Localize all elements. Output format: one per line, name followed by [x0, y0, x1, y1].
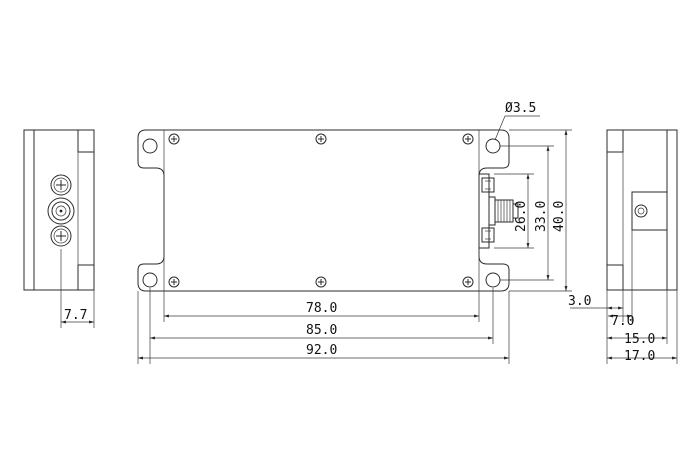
right-view-connector	[634, 204, 648, 218]
right-view-connector-block	[631, 191, 668, 231]
dim-height-40: 40.0	[552, 201, 567, 232]
mounting-hole-top-left	[142, 138, 158, 154]
screw-top-left	[168, 133, 180, 145]
dim-left-offset: 7.7	[64, 308, 87, 323]
screw-bottom-left	[168, 276, 180, 288]
left-view-screw-top	[50, 174, 72, 196]
mounting-hole-bottom-right	[485, 272, 501, 288]
screw-top-right	[462, 133, 474, 145]
dim-width-85: 85.0	[306, 323, 337, 338]
top-view: Ø3.5 78.0 85.0 92.0 26.0 33.0 40.0	[137, 101, 572, 364]
mounting-hole-top-right	[485, 138, 501, 154]
dim-width-78: 78.0	[306, 301, 337, 316]
dim-right-17: 17.0	[624, 349, 655, 364]
dim-hole-diameter: Ø3.5	[505, 101, 536, 116]
dim-right-7: 7.0	[611, 314, 634, 329]
sma-connector-side	[478, 173, 519, 249]
left-view-screw-bottom	[50, 225, 72, 247]
dim-width-92: 92.0	[306, 343, 337, 358]
right-side-view: 3.0 7.0 15.0 17.0	[568, 129, 678, 364]
dim-right-3: 3.0	[568, 294, 591, 309]
mounting-hole-bottom-left	[142, 272, 158, 288]
screw-bottom-middle	[315, 276, 327, 288]
left-side-view: 7.7	[23, 129, 95, 328]
dim-height-26: 26.0	[514, 201, 529, 232]
dim-height-33: 33.0	[534, 201, 549, 232]
dim-right-15: 15.0	[624, 332, 655, 347]
screw-top-middle	[315, 133, 327, 145]
mounting-plate-outline	[137, 129, 510, 292]
screw-bottom-right	[462, 276, 474, 288]
left-view-connector	[47, 197, 75, 225]
